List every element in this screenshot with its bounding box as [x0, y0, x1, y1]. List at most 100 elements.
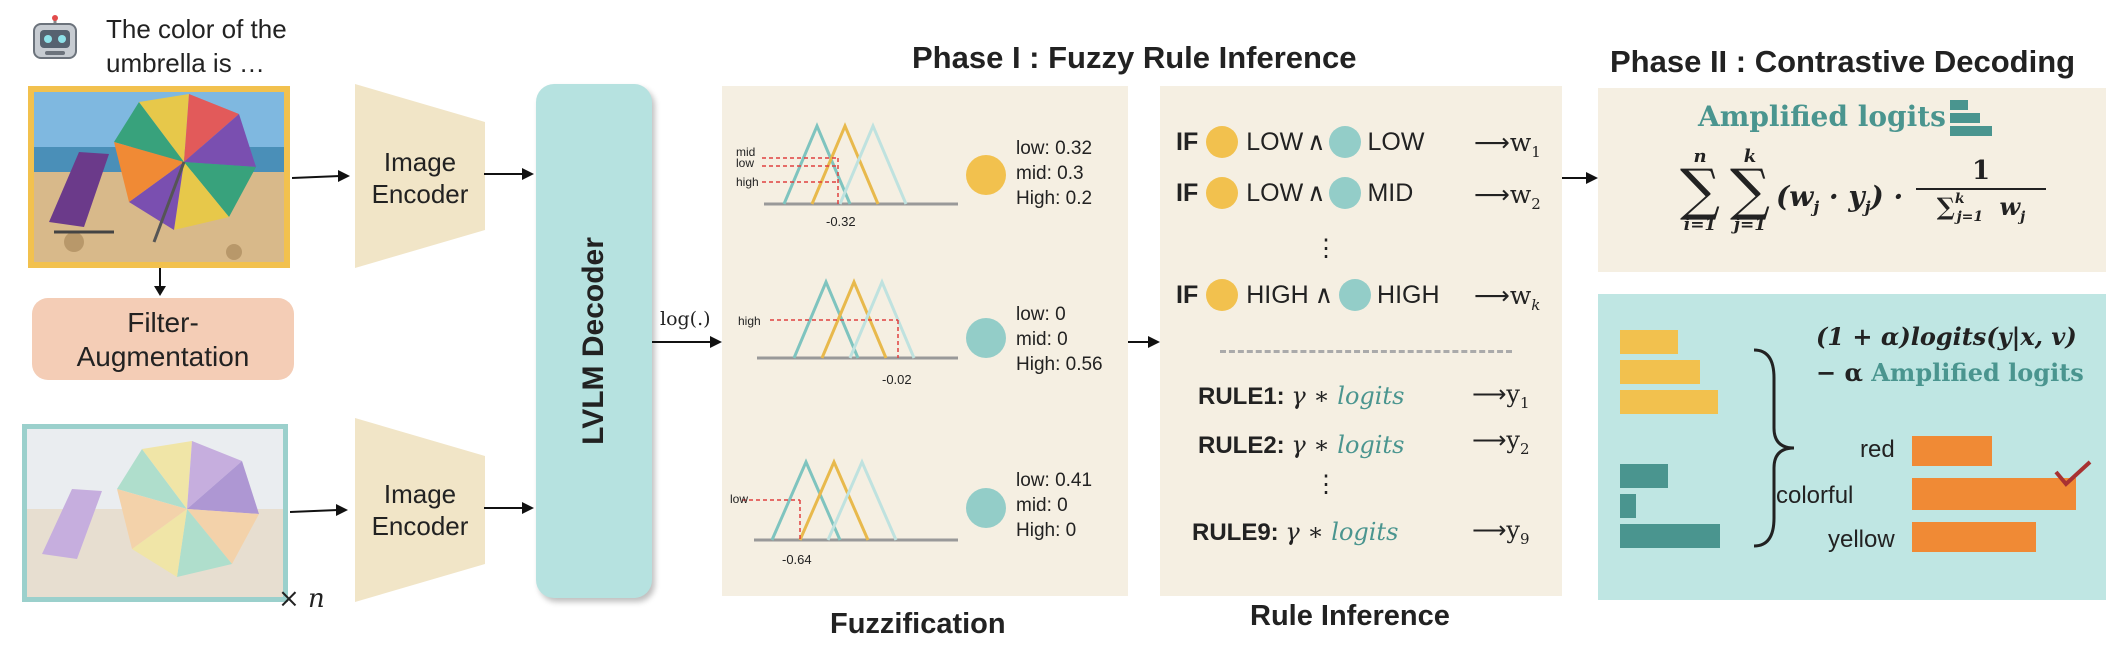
rule-inference-panel: IF LOW ∧ LOW IF LOW ∧ MID ⋮ IF HIGH ∧ HI… [1160, 86, 1562, 596]
and-symbol: ∧ [1307, 128, 1326, 156]
fuzzy-membership-plots [742, 122, 958, 542]
filter-aug-line-2: Augmentation [76, 341, 250, 372]
denom-sum: ∑ [1936, 192, 1955, 221]
rule-output-9: RULE9: γ ∗ logits [1192, 518, 1398, 547]
tick-label-1: -0.32 [826, 214, 856, 229]
formula-fraction: 1 ∑kj=1 wj [1916, 156, 2046, 225]
label-colorful: colorful [1776, 482, 1854, 509]
contrastive-formula-line-1: (1 + α)logits(y|x, v) [1816, 322, 2077, 351]
original-image [28, 86, 290, 268]
rule-dot-teal [1329, 126, 1362, 158]
rule-output-2: RULE2: γ ∗ logits [1198, 431, 1404, 460]
rule-row-1: IF LOW ∧ LOW [1176, 126, 1424, 158]
label-yellow: yellow [1828, 526, 1895, 553]
output-y1: ⟶y1 [1472, 380, 1530, 412]
phase2-title: Phase II : Contrastive Decoding [1610, 44, 2076, 79]
contrastive-formula-line-2: − α Amplified logits [1816, 358, 2084, 387]
and-symbol: ∧ [1307, 179, 1326, 207]
augmented-image [22, 424, 288, 602]
gamma-expr: γ ∗ [1291, 382, 1338, 410]
prompt-line-1: The color of the [106, 14, 287, 44]
fuzzy-plot-1 [762, 122, 958, 206]
encoder-bottom-line-1: Image [383, 479, 457, 509]
filter-augmentation-box: Filter- Augmentation [32, 298, 294, 380]
phase1-title: Phase I : Fuzzy Rule Inference [912, 40, 1357, 75]
arrow-encoder-top-to-decoder [484, 168, 534, 180]
log-label: log(.) [660, 308, 711, 330]
if-keyword: IF [1176, 178, 1199, 207]
arrow-decoder-to-fuzzification [652, 336, 722, 348]
membership-dot-2 [966, 318, 1006, 358]
formula-term: (wj · yj) · [1776, 180, 1904, 217]
rule-term-b: MID [1367, 178, 1414, 207]
filter-aug-line-1: Filter- [127, 307, 199, 338]
arrow-encoder-bottom-to-decoder [484, 502, 534, 514]
formula-outer-sum: n ∑ i=1 [1680, 146, 1720, 235]
y-sub: 2 [1519, 439, 1530, 458]
arrow-img-to-encoder-bottom [290, 504, 348, 516]
image-encoder-bottom: Image Encoder [355, 418, 485, 602]
encoder-bottom-line-2: Encoder [371, 511, 469, 541]
logits-word: logits [1331, 518, 1399, 546]
label-red: red [1860, 436, 1895, 463]
denom-upper: k [1954, 191, 1965, 207]
fuzzification-panel: mid low high -0.32 high -0.02 low -0.64 … [722, 86, 1128, 596]
value-high-3: High: 0 [1016, 520, 1077, 541]
arrow-rule-to-amplified [1562, 172, 1598, 184]
amplified-title: Amplified logits [1698, 100, 1946, 133]
amplified-logits-panel: Amplified logits n ∑ i=1 k ∑ j=1 (wj · y… [1598, 88, 2106, 272]
rule-divider [1220, 350, 1512, 353]
rule-term-a: LOW [1246, 178, 1304, 207]
rule-dot-teal [1339, 279, 1372, 311]
formula-inner-sum: k ∑ j=1 [1730, 146, 1770, 235]
rule-term-a: HIGH [1246, 280, 1309, 309]
rule-row-2: IF LOW ∧ MID [1176, 177, 1413, 209]
logits-word: logits [1337, 382, 1405, 410]
y-symbol: y [1506, 380, 1520, 408]
weight-symbol: w [1509, 281, 1532, 310]
rule-name: RULE9: [1192, 519, 1279, 546]
y-symbol: y [1506, 516, 1520, 544]
weight-k: ⟶wk [1474, 281, 1541, 314]
final-logit-bars [1912, 436, 2076, 552]
if-keyword: IF [1176, 280, 1199, 309]
arrow-fuzz-to-rule [1128, 336, 1160, 348]
denom-lower: j=1 [1956, 209, 1984, 225]
membership-values-1: low: 0.32 mid: 0.3 High: 0.2 [1016, 136, 1092, 211]
rule-name: RULE2: [1198, 432, 1285, 459]
encoder-top-line-2: Encoder [371, 179, 469, 209]
value-low-3: low: 0.41 [1016, 470, 1093, 491]
fuzzification-caption: Fuzzification [830, 608, 1006, 640]
membership-dot-3 [966, 488, 1006, 528]
rule-row-k: IF HIGH ∧ HIGH [1176, 279, 1440, 311]
image-encoder-top: Image Encoder [355, 84, 485, 268]
marker-low: low [736, 156, 755, 170]
logit-bars-original [1620, 330, 1718, 414]
amplified-bar-icon [1950, 100, 1992, 136]
weight-2: ⟶w2 [1474, 180, 1541, 213]
weight-symbol: w [1509, 180, 1532, 209]
value-high-1: High: 0.2 [1016, 188, 1093, 209]
contrastive-decoding-panel: (1 + α)logits(y|x, v) − α Amplified logi… [1598, 294, 2106, 600]
membership-values-2: low: 0 mid: 0 High: 0.56 [1016, 302, 1103, 377]
weight-sub: 1 [1531, 143, 1541, 161]
rule-output-1: RULE1: γ ∗ logits [1198, 382, 1404, 411]
value-mid-2: mid: 0 [1016, 329, 1068, 350]
rule-term-b: LOW [1367, 127, 1425, 156]
fuzzy-plot-3 [742, 458, 958, 542]
weight-symbol: w [1509, 128, 1532, 157]
logits-word: logits [1337, 431, 1405, 459]
times-n-label: × n [278, 584, 325, 614]
value-low-1: low: 0.32 [1016, 138, 1093, 159]
brace-icon [1753, 348, 1795, 548]
rule-name: RULE1: [1198, 383, 1285, 410]
robot-icon [30, 14, 80, 64]
y-symbol: y [1506, 426, 1520, 454]
rule-inference-caption: Rule Inference [1250, 600, 1450, 632]
weight-sub: 2 [1531, 195, 1541, 213]
membership-dot-1 [966, 155, 1006, 195]
weight-1: ⟶w1 [1474, 128, 1541, 161]
marker-high: high [736, 175, 759, 189]
rule-dot-teal [1329, 177, 1362, 209]
sum-lower-j: j=1 [1733, 215, 1767, 235]
